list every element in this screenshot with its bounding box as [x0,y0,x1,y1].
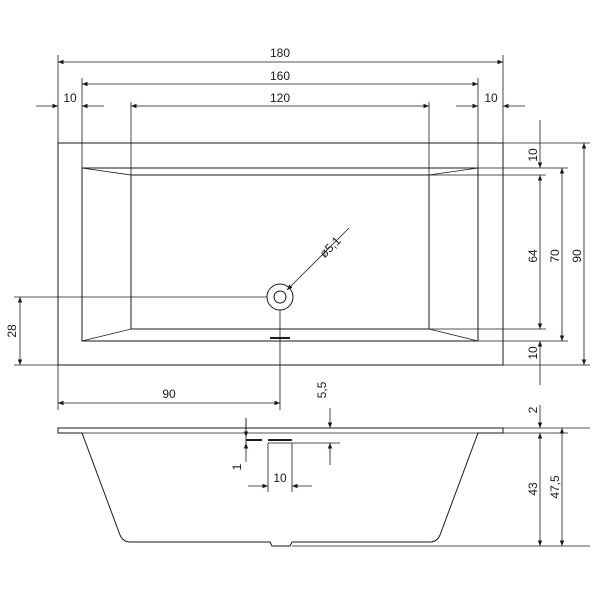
dim-drain-offset-y: 28 [5,324,19,338]
dim-rim-thickness: 2 [526,406,540,413]
dim-inner-width: 70 [548,249,562,263]
dim-inner-depth: 43 [526,482,540,496]
drain-diameter-leader [286,227,350,291]
dim-drain-offset-x: 90 [162,387,176,401]
drain-inner-ring [273,290,287,304]
tub-side-profile [57,427,504,547]
slope-line-bottom-right [428,328,479,342]
slope-line-top-right [428,167,479,176]
dim-drain-step: 1 [230,463,244,470]
dim-overall-length: 180 [270,46,290,60]
dim-rim-right: 10 [484,91,498,105]
dim-rim-bottom: 10 [526,346,540,360]
dim-overall-height: 47,5 [548,475,562,499]
tub-outer-outline [57,142,504,366]
dim-overall-width: 90 [570,249,584,263]
dim-drain-width: 10 [273,471,287,485]
side-view: 5,5 1 10 2 43 47,5 [57,381,590,547]
slope-line-top-left [81,167,132,176]
top-view: ø5,1 180 160 120 10 10 10 [5,46,590,410]
tub-basin-floor [130,174,430,330]
dim-drain-depth: 5,5 [315,381,329,398]
dim-inner-length: 160 [270,69,290,83]
dim-basin-width: 64 [526,249,540,263]
dim-rim-left: 10 [63,91,77,105]
dim-basin-length: 120 [270,91,290,105]
dim-rim-top: 10 [526,148,540,162]
slope-line-bottom-left [81,328,132,342]
